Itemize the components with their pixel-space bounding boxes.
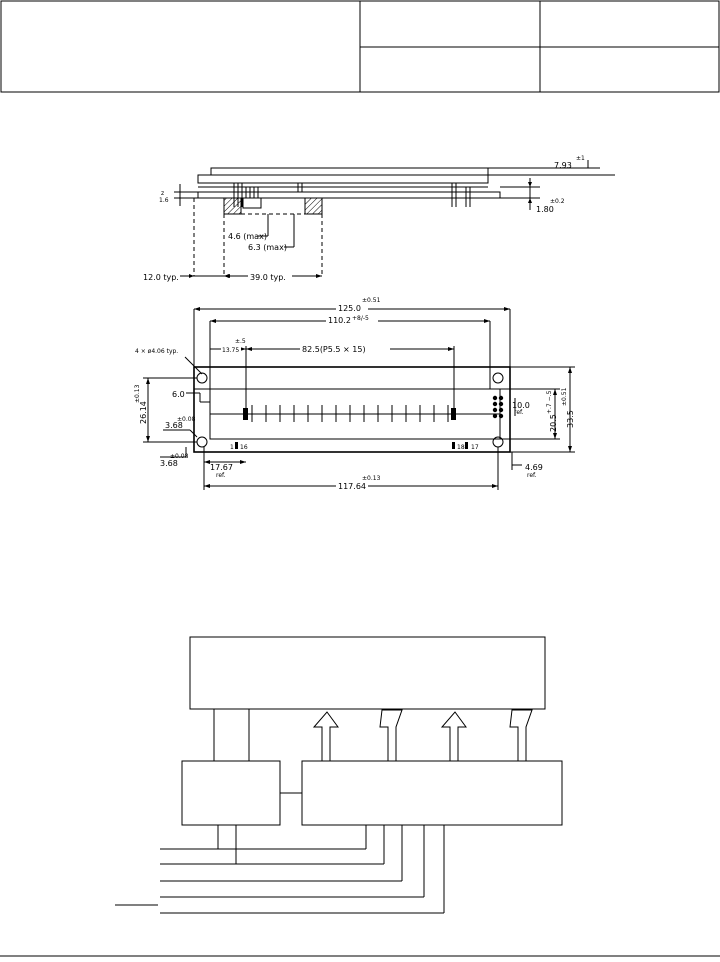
dim-pcb-mark: z (161, 190, 164, 197)
dim-1375-tol: ±.5 (235, 338, 246, 345)
dim-1767-ref: ref. (216, 472, 226, 479)
dim-63-max: 6.3 (max) (248, 243, 287, 252)
dim-1102: 110.2 (328, 316, 351, 325)
dim-39-typ-text: 39.0 typ. (250, 273, 286, 282)
block-right (301, 760, 563, 826)
dim-1375: 13.75 (222, 347, 239, 354)
dim-205-tol: +.7 −.5 (546, 390, 553, 414)
dim-100: 10.0 (512, 401, 530, 410)
pad-dots (492, 395, 504, 419)
dim-12-typ: 12.0 typ. (143, 273, 179, 282)
title-block (0, 0, 720, 93)
dim-46-max: 4.6 (max) (228, 232, 267, 241)
front-view: 1 16 18 17 125.0 ±0.51 110.2 +8/-5 13.75 (134, 297, 575, 491)
dim-1767: 17.67 (210, 463, 233, 472)
ic-right (304, 197, 323, 215)
pcb-outline (193, 366, 511, 453)
side-pins (233, 183, 471, 207)
dim-469-ref: ref. (527, 472, 537, 479)
dim-2614-tol: ±0.13 (134, 384, 141, 403)
mount-hole-tl (196, 372, 208, 384)
dim-180: 1.80 (536, 205, 554, 214)
pin-1-label: 1 (230, 444, 234, 451)
dim-holes: 4 × ø4.06 typ. (135, 348, 178, 355)
dim-60: 6.0 (172, 390, 185, 399)
dim-180-tol: ±0.2 (550, 198, 565, 205)
dim-368b-tol: ±0.08 (170, 453, 189, 460)
dim-368b: 3.68 (160, 459, 178, 468)
dim-793-tol: ±1 (576, 155, 585, 162)
dim-825: 82.5(P5.5 × 15) (302, 345, 366, 354)
mount-hole-bl (196, 436, 208, 448)
dim-125-tol: ±0.51 (362, 297, 381, 304)
bus-arrow-4 (509, 709, 533, 761)
bus-arrow-3 (440, 711, 467, 761)
dim-125: 125.0 (338, 304, 361, 313)
mount-hole-tr (492, 372, 504, 384)
bus-arrow-1 (312, 711, 339, 761)
pin-17-label: 17 (471, 444, 479, 451)
side-view: 12.0 typ. 39.0 typ. 39.0 typ. 4.6 (max) … (143, 155, 615, 282)
dim-11764: 117.64 (338, 482, 366, 491)
dim-335-tol: ±0.51 (561, 387, 568, 406)
block-top (189, 636, 546, 710)
dim-205: 20.5 (549, 414, 558, 432)
pin-16-label: 16 (240, 444, 248, 451)
dim-2614: 26.14 (139, 401, 148, 424)
dim-335: 33.5 (566, 410, 575, 428)
dim-368a-tol: ±0.08 (177, 416, 196, 423)
dim-793: 7.93 (554, 161, 572, 170)
pin-18-label: 18 (457, 444, 465, 451)
signal-lines (115, 825, 445, 914)
dim-100-ref: ref. (514, 409, 524, 416)
ic-left (223, 197, 242, 215)
bus-arrow-2 (379, 709, 403, 761)
dim-pcb-label: 1.6 (159, 197, 169, 204)
dim-1102-tol: +8/-5 (352, 315, 369, 322)
dim-11764-tol: ±0.13 (362, 475, 381, 482)
block-left (181, 760, 281, 826)
dim-368a: 3.68 (165, 421, 183, 430)
block-diagram (115, 636, 563, 914)
dim-469: 4.69 (525, 463, 543, 472)
